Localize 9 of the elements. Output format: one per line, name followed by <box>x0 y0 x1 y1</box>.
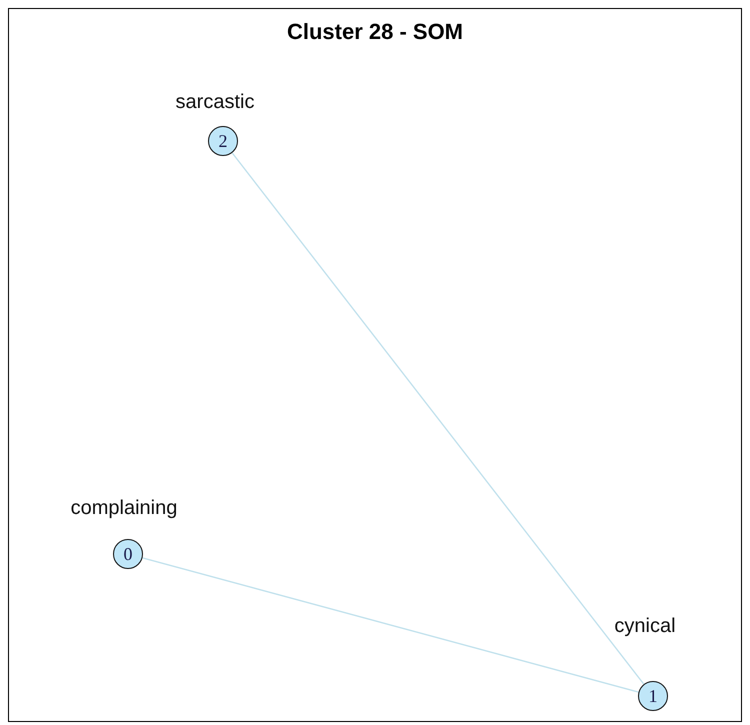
node-circle: 2 <box>208 126 238 156</box>
edge-line <box>232 152 644 685</box>
chart-title: Cluster 28 - SOM <box>286 19 464 45</box>
node-label: sarcastic <box>176 91 254 114</box>
node-circle: 0 <box>113 539 143 569</box>
edge-line <box>142 557 639 693</box>
node-circle: 1 <box>638 681 668 711</box>
node-label: complaining <box>70 497 178 520</box>
node-label: cynical <box>614 615 676 638</box>
